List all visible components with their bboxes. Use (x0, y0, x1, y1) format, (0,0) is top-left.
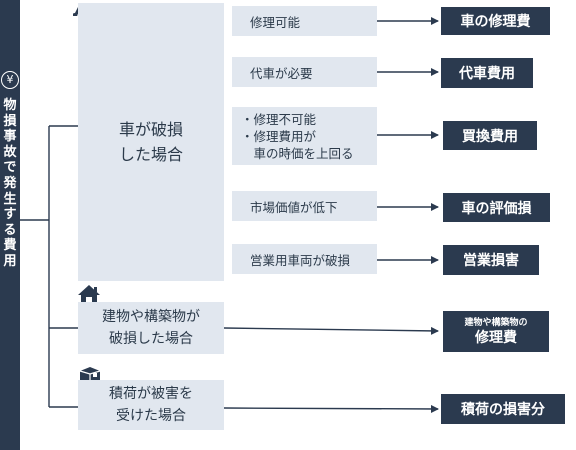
result-valuation-loss: 車の評価損 (443, 193, 550, 222)
result-building-repair-prefix: 建物や構築物の (464, 317, 528, 328)
result-building-repair-main: 修理費 (475, 329, 517, 346)
category-building-damage: 建物や構築物が 破損した場合 (78, 302, 224, 354)
condition-business-vehicle: 営業用車両が破損 (232, 244, 377, 274)
arrow-cargo (223, 404, 439, 413)
result-business-loss: 営業損害 (443, 245, 539, 275)
sidebar (0, 0, 20, 450)
category-car-damage: 車が破損 した場合 (78, 3, 224, 281)
result-replacement-cost: 買換費用 (443, 121, 537, 150)
house-icon (78, 285, 100, 305)
condition-line: ・修理不可能 (241, 111, 317, 127)
condition-unrepairable: ・修理不可能 ・修理費用が 車の時価を上回る (232, 107, 377, 165)
result-cargo-loss: 積荷の損害分 (441, 394, 565, 424)
category-cargo-damage: 積荷が被害を 受けた場合 (78, 380, 224, 430)
yen-icon: ¥ (1, 71, 19, 89)
result-substitute-car-cost: 代車費用 (441, 58, 533, 88)
condition-value-drop: 市場価値が低下 (232, 191, 377, 221)
result-building-repair-cost: 建物や構築物の 修理費 (443, 311, 549, 352)
result-car-repair-cost: 車の修理費 (441, 7, 550, 35)
condition-line: 車の時価を上回る (241, 145, 354, 161)
arrow-building (223, 326, 439, 335)
condition-substitute-needed: 代車が必要 (232, 57, 377, 87)
condition-repairable: 修理可能 (232, 6, 377, 36)
condition-line: ・修理費用が (241, 128, 317, 144)
sidebar-title: 物損事故で発生する費用 (3, 98, 17, 269)
